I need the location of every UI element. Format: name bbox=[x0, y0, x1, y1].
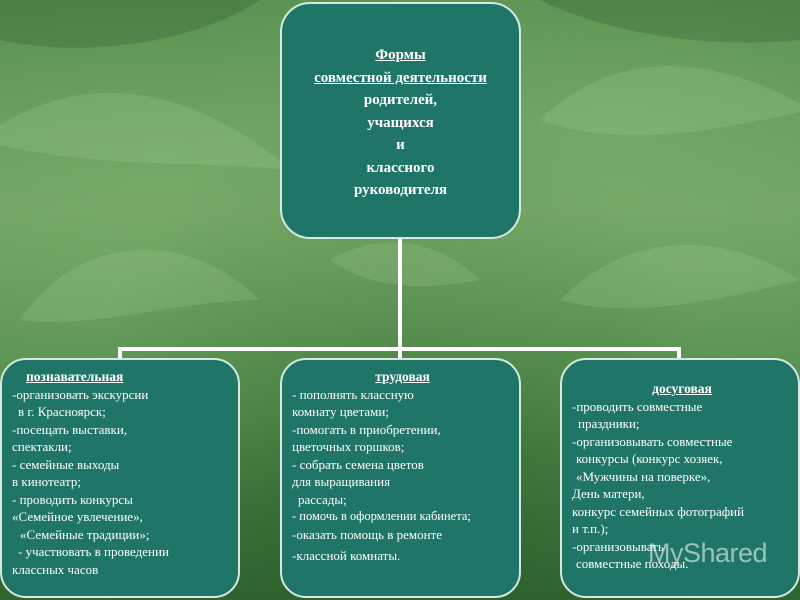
category-title: трудовая bbox=[375, 369, 430, 384]
category-item: -помогать в приобретении, bbox=[292, 421, 441, 437]
category-item: - помочь в оформлении кабинета; bbox=[292, 509, 471, 523]
category-item: «Семейные традиции»; bbox=[20, 526, 150, 542]
category-item: праздники; bbox=[578, 416, 640, 431]
category-item: - участвовать в проведении bbox=[18, 544, 169, 559]
root-title-line: классного bbox=[366, 159, 435, 176]
root-title-line: родителей, bbox=[363, 92, 438, 108]
category-item: совместные походы. bbox=[576, 556, 689, 571]
category-item: -оказать помощь в ремонте bbox=[292, 526, 443, 542]
category-item: конкурс семейных фотографий bbox=[572, 503, 745, 519]
root-title-line: совместной деятельности bbox=[314, 69, 487, 86]
category-item: для выращивания bbox=[292, 474, 391, 489]
connector-vertical bbox=[398, 239, 402, 348]
connector-left-drop bbox=[118, 347, 122, 359]
root-title-line: руководителя bbox=[353, 182, 448, 198]
category-item: «Семейное увлечение», bbox=[12, 509, 143, 524]
category-item: комнату цветами; bbox=[292, 404, 389, 419]
category-item: День матери, bbox=[572, 486, 645, 501]
category-title: познавательная bbox=[26, 369, 124, 384]
category-item: -организовывать совместные bbox=[572, 433, 733, 449]
category-leisure: досуговая -проводить совместные праздник… bbox=[560, 358, 800, 598]
category-item: и т.п.); bbox=[572, 521, 609, 536]
category-item: в кинотеатр; bbox=[12, 474, 81, 489]
connector-center-drop bbox=[398, 347, 402, 359]
root-title-line: учащихся bbox=[367, 114, 434, 131]
category-item: -организовывать bbox=[572, 538, 664, 554]
category-item: - пополнять классную bbox=[292, 386, 414, 402]
watermark-logo: MyShared bbox=[648, 538, 768, 568]
category-item: в г. Красноярск; bbox=[18, 404, 106, 419]
category-labor: трудовая - пополнять классную комнату цв… bbox=[280, 358, 521, 598]
category-item: - проводить конкурсы bbox=[12, 491, 133, 507]
connector-right-drop bbox=[677, 347, 681, 359]
category-cognitive: познавательная -организовать экскурсии в… bbox=[0, 358, 240, 598]
category-item: «Мужчины на поверке», bbox=[576, 468, 711, 484]
category-item: спектакли; bbox=[12, 439, 72, 454]
root-title-line: Формы bbox=[375, 47, 426, 63]
category-title: досуговая bbox=[652, 381, 712, 396]
category-item: - семейные выходы bbox=[12, 456, 120, 472]
category-item: конкурсы (конкурс хозяек, bbox=[576, 451, 723, 466]
category-item: -проводить совместные bbox=[572, 398, 703, 414]
category-item: -организовать экскурсии bbox=[12, 386, 149, 402]
category-item: - собрать семена цветов bbox=[292, 456, 424, 472]
root-node: Формы совместной деятельности родителей,… bbox=[280, 2, 521, 239]
category-item: рассады; bbox=[298, 491, 347, 507]
category-item: цветочных горшков; bbox=[292, 439, 405, 454]
category-item: -классной комнаты. bbox=[292, 548, 401, 563]
category-item: -посещать выставки, bbox=[12, 421, 128, 437]
root-title-line: и bbox=[396, 137, 405, 153]
category-item: классных часов bbox=[12, 561, 99, 577]
